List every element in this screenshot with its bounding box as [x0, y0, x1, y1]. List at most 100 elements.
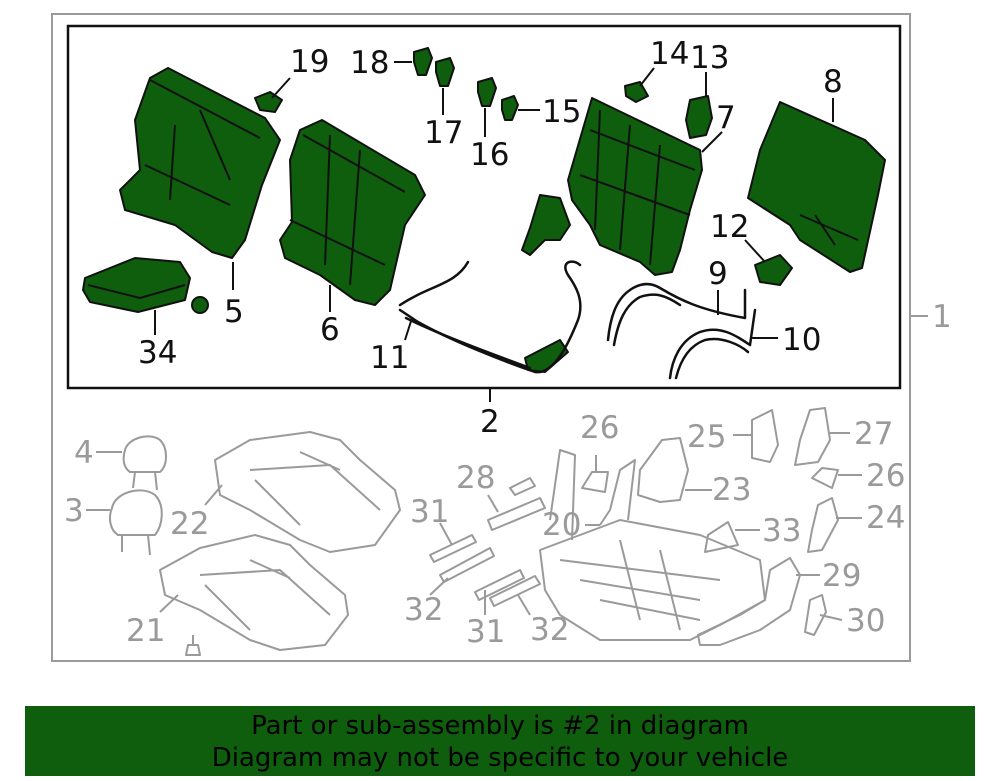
callout-22: 22 [170, 506, 209, 542]
part-23-shield [637, 437, 689, 503]
leader-7 [701, 131, 723, 153]
part-33-bracket [704, 521, 739, 553]
highlighted-parts [82, 47, 886, 373]
part-11-cable [398, 260, 582, 374]
part-13-latch-cover [685, 95, 713, 139]
callout-24: 24 [866, 500, 905, 536]
part-29-shield [697, 557, 801, 646]
leader-28 [487, 494, 499, 513]
part-10-cable [668, 308, 757, 380]
part-21-cushion [159, 534, 349, 651]
callout-13: 13 [690, 40, 729, 76]
leader-21 [159, 594, 179, 613]
part-5-seatback-left [119, 67, 281, 259]
part-4-headrest [122, 435, 167, 491]
part-27-bracket [794, 407, 831, 466]
part-14-bracket [624, 81, 649, 103]
callout-16: 16 [470, 137, 509, 173]
callout-29: 29 [822, 558, 861, 594]
part-34-detail [87, 284, 186, 299]
callout-23: 23 [712, 472, 751, 508]
callout-19: 19 [290, 44, 329, 80]
callout-labels: 1 2 3 4 5 6 7 8 9 10 11 12 13 14 15 16 1… [64, 36, 952, 650]
part-20-detail [549, 449, 721, 631]
callout-32a: 32 [404, 592, 443, 628]
part-26-clip-a [581, 471, 609, 493]
part-11-cable-b [404, 316, 532, 370]
callout-5: 5 [224, 294, 244, 330]
part-31-rail-a [429, 534, 477, 563]
part-22-cushion [214, 431, 401, 553]
leader-12 [744, 239, 766, 263]
callout-6: 6 [320, 312, 340, 348]
part-12-bracket [754, 254, 793, 286]
leader-30 [819, 614, 843, 621]
cables [398, 260, 757, 380]
part-32-rail-a [439, 547, 495, 583]
callout-8: 8 [823, 64, 843, 100]
part-6-seatback-right [279, 119, 426, 306]
callout-14: 14 [650, 36, 689, 72]
part-5-detail [144, 79, 261, 206]
part-28-strip [487, 477, 546, 531]
part-9-cable-b [612, 293, 682, 347]
part-32-rail-b [489, 575, 541, 607]
leader-32a [429, 577, 449, 596]
part-21-detail [199, 559, 331, 631]
leader-32b [517, 594, 531, 616]
banner-line-2: Diagram may not be specific to your vehi… [211, 743, 789, 773]
part-6-detail [289, 134, 406, 286]
leader-19 [271, 77, 291, 99]
part-18-clip [413, 47, 433, 76]
part-30-clip [804, 594, 827, 636]
part-8-back-panel [747, 101, 886, 273]
callout-15: 15 [542, 94, 581, 130]
callout-31b: 31 [466, 614, 505, 650]
part-26-clip-b [811, 467, 839, 489]
callout-1: 1 [932, 299, 952, 335]
part-21-bolt [185, 635, 201, 656]
callout-27: 27 [854, 416, 893, 452]
callout-18: 18 [350, 45, 389, 81]
callout-12: 12 [710, 209, 749, 245]
part-17-clip [435, 57, 455, 87]
callout-33: 33 [762, 513, 801, 549]
part-8-detail [799, 214, 859, 246]
part-19-bracket [254, 91, 283, 113]
banner-line-1: Part or sub-assembly is #2 in diagram [251, 711, 749, 741]
part-10-cable-b [674, 337, 750, 380]
callout-3: 3 [64, 493, 84, 529]
callout-21: 21 [126, 613, 165, 649]
part-22-detail [249, 451, 381, 526]
subassembly-box [66, 24, 902, 390]
parts-diagram: 1 2 3 4 5 6 7 8 9 10 11 12 13 14 15 16 1… [51, 13, 952, 662]
leader-11 [404, 317, 413, 341]
leader-14 [639, 67, 655, 87]
callout-4: 4 [74, 435, 94, 471]
part-25-bracket [751, 409, 779, 463]
callout-26b: 26 [866, 458, 905, 494]
leader-lines [86, 61, 928, 621]
callout-11: 11 [370, 340, 409, 376]
part-15-clip [501, 95, 519, 121]
part-7-seatback-frame [567, 97, 703, 276]
gray-parts [109, 407, 839, 656]
leader-22 [204, 484, 223, 506]
part-7-detail [579, 109, 696, 266]
part-strap [521, 194, 571, 256]
part-16-clip [477, 77, 497, 107]
callout-28: 28 [456, 460, 495, 496]
callout-9: 9 [708, 256, 728, 292]
callout-30: 30 [846, 603, 885, 639]
leader-31a [439, 522, 453, 546]
notice-banner: Part or sub-assembly is #2 in diagram Di… [25, 706, 975, 776]
callout-20: 20 [542, 507, 581, 543]
callout-7: 7 [716, 100, 736, 136]
assembly-outer-frame [51, 13, 911, 662]
callout-31a: 31 [410, 494, 449, 530]
callout-17: 17 [424, 115, 463, 151]
part-34-armrest [82, 257, 191, 313]
armrest-knob [191, 296, 209, 314]
callout-25: 25 [687, 419, 726, 455]
part-24-bracket [807, 497, 839, 553]
